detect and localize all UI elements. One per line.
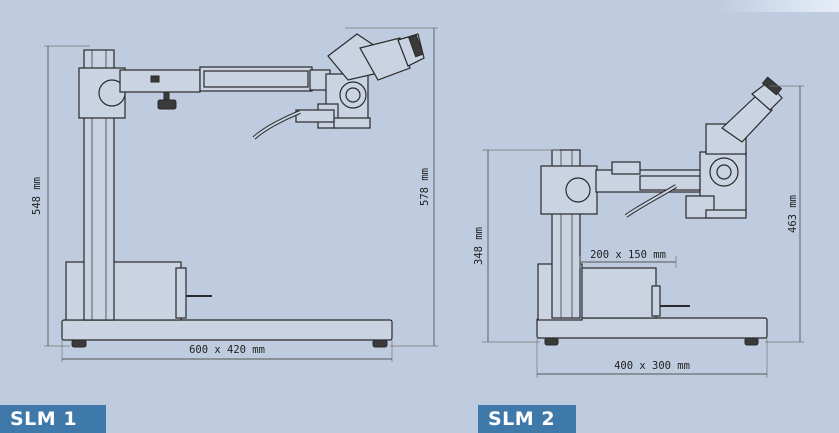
corner-decoration <box>719 0 839 12</box>
slm2-drawing <box>482 76 804 378</box>
microscope-drawings: .m{fill:#c9d3e2;stroke:#2a2a2a;stroke-wi… <box>31 27 804 378</box>
slm2-total-height-label: 463 mm <box>787 195 799 233</box>
slm1-height-label: 548 mm <box>31 177 43 215</box>
slm2-model-tab: SLM 2 <box>478 405 576 433</box>
slm1-drawing <box>44 27 438 362</box>
slm2-stage-label: 200 x 150 mm <box>590 249 666 261</box>
slm2-height-label: 348 mm <box>473 227 485 265</box>
slm1-model-tab: SLM 1 <box>0 405 106 433</box>
slm2-base-label: 400 x 300 mm <box>614 360 690 372</box>
slm1-base-label: 600 x 420 mm <box>189 344 265 356</box>
slm1-total-height-label: 578 mm <box>419 168 431 206</box>
